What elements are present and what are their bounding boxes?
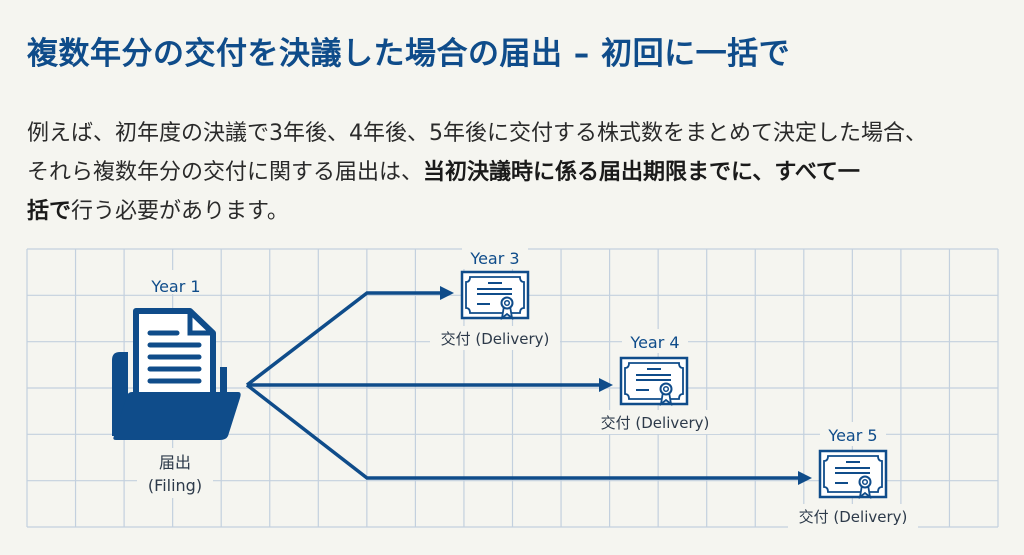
year3-delivery-label: 交付 (Delivery) [441,330,550,348]
certificate-icon [818,449,888,500]
certificate-icon [619,356,689,407]
certificate-icon [460,270,530,321]
paragraph-emphasis: 当初決議時に係る届出期限までに、すべて一 [423,160,860,185]
year4-label: Year 4 [629,333,679,352]
year5-label: Year 5 [827,426,877,445]
year4-delivery-label: 交付 (Delivery) [601,414,710,432]
paragraph-line-3: 括で行う必要があります。 [27,192,927,231]
filing-label-en: (Filing) [148,476,202,495]
paragraph-line-2: それら複数年分の交付に関する届出は、当初決議時に係る届出期限までに、すべて一 [27,153,927,192]
paragraph-emphasis-end: 括で [27,199,72,224]
description-paragraph: 例えば、初年度の決議で3年後、4年後、5年後に交付する株式数をまとめて決定した場… [27,114,927,231]
folder-document-icon [112,308,241,440]
paragraph-line-3-text: 行う必要があります。 [71,199,289,224]
paragraph-line-1: 例えば、初年度の決議で3年後、4年後、5年後に交付する株式数をまとめて決定した場… [27,121,927,146]
label-backgrounds [137,245,918,528]
filing-label-jp: 届出 [159,453,191,472]
year3-label: Year 3 [469,249,519,268]
filing-year-label: Year 1 [150,277,200,296]
arrow-year3 [245,291,444,387]
year5-delivery-label: 交付 (Delivery) [799,508,908,526]
delivery-arrows [245,291,802,480]
page-title: 複数年分の交付を決議した場合の届出 – 初回に一括で [27,36,791,72]
paragraph-line-2-text: それら複数年分の交付に関する届出は、 [27,160,424,185]
arrowheads [440,286,812,485]
arrow-year5 [245,383,802,480]
